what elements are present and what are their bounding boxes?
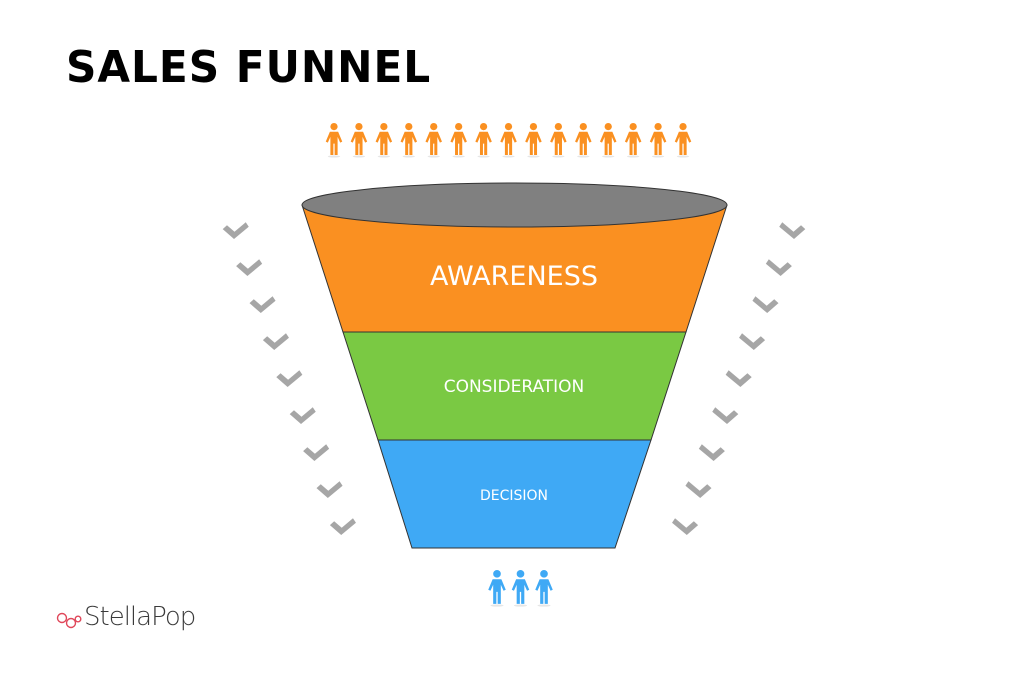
chevron-down-icon	[712, 407, 739, 425]
person-icon	[488, 570, 506, 607]
chevron-down-icon	[222, 222, 249, 240]
chevron-down-icon	[765, 259, 792, 277]
person-icon	[624, 123, 642, 158]
chevron-down-icon	[685, 481, 712, 499]
chevron-down-icon	[329, 518, 356, 536]
funnel-stage-decision	[377, 439, 652, 549]
person-icon	[350, 123, 368, 158]
person-icon	[511, 570, 530, 607]
chevron-down-icon	[276, 370, 303, 388]
chevron-down-icon	[752, 296, 779, 314]
chevron-down-icon	[779, 222, 806, 240]
person-icon	[649, 123, 667, 158]
stage-label-decision: DECISION	[480, 488, 548, 504]
person-icon	[674, 123, 692, 158]
converted-people-row	[488, 570, 553, 607]
funnel: AWARENESS CONSIDERATION DECISION	[301, 182, 728, 549]
chevron-down-icon	[698, 444, 725, 462]
person-icon	[375, 123, 393, 158]
person-icon	[325, 123, 343, 158]
person-icon	[500, 123, 517, 158]
page-title: SALES FUNNEL	[66, 42, 432, 93]
chevron-down-icon	[249, 296, 276, 314]
right-chevron-column	[672, 222, 806, 536]
chevron-down-icon	[236, 259, 263, 277]
stage-label-consideration: CONSIDERATION	[444, 377, 585, 397]
chevron-down-icon	[725, 370, 752, 388]
stellapop-logo: StellaPop	[56, 602, 196, 632]
chevron-down-icon	[316, 481, 343, 499]
chevron-down-icon	[289, 407, 316, 425]
person-icon	[575, 123, 592, 158]
chevron-down-icon	[262, 333, 289, 351]
funnel-opening	[301, 182, 728, 228]
person-icon	[450, 123, 467, 158]
person-icon	[425, 123, 442, 158]
stage-label-awareness: AWARENESS	[430, 261, 598, 292]
logo-text: StellaPop	[84, 602, 196, 632]
person-icon	[550, 123, 567, 158]
person-icon	[475, 123, 492, 158]
person-icon	[400, 123, 418, 158]
chevron-down-icon	[303, 444, 330, 462]
person-icon	[535, 570, 553, 607]
chevron-down-icon	[672, 518, 699, 536]
person-icon	[599, 123, 617, 158]
bubbles-logo-icon	[56, 612, 82, 629]
left-chevron-column	[222, 222, 356, 536]
person-icon	[525, 123, 542, 158]
incoming-people-row	[325, 123, 692, 158]
chevron-down-icon	[739, 333, 766, 351]
